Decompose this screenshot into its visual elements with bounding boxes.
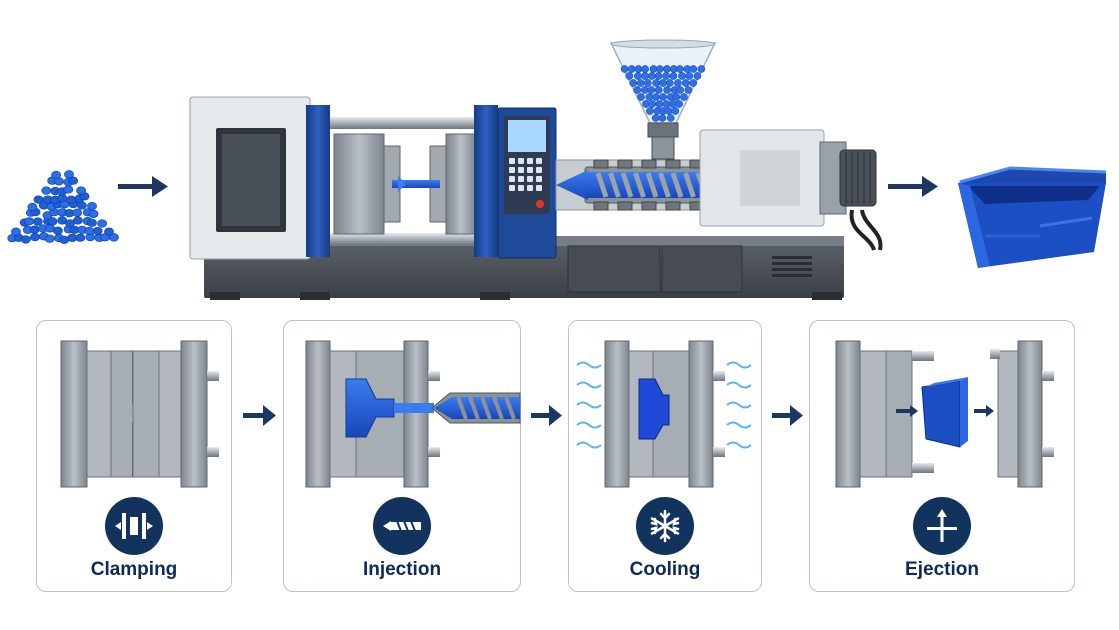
snowflake-icon	[650, 509, 680, 543]
step-label-clamping: Clamping	[90, 559, 178, 580]
injection-mold-illustration	[305, 340, 521, 488]
finished-plastic-container	[958, 166, 1107, 268]
clamp-icon	[115, 513, 153, 539]
eject-icon-badge	[913, 497, 971, 555]
plastic-pellets-pile	[7, 170, 119, 244]
clamp-icon-badge	[105, 497, 163, 555]
step-label-ejection: Ejection	[905, 559, 979, 580]
ejection-mold-illustration	[835, 340, 1054, 488]
injection-molding-machine	[189, 39, 883, 300]
step-panel-clamping: Clamping	[36, 320, 232, 592]
step-panel-ejection: Ejection	[809, 320, 1075, 592]
eject-icon	[927, 509, 957, 542]
step-label-injection: Injection	[362, 559, 442, 580]
arrow-right-icon	[888, 176, 938, 197]
injection-screw-icon	[383, 520, 421, 532]
cooling-mold-illustration	[576, 340, 752, 488]
material-hopper	[609, 39, 717, 160]
arrow-right-icon	[118, 176, 168, 197]
control-screen	[508, 120, 546, 152]
step-panel-cooling: Cooling	[568, 320, 762, 592]
step-label-cooling: Cooling	[629, 559, 701, 580]
injection-screw-icon-badge	[373, 497, 431, 555]
snowflake-icon-badge	[636, 497, 694, 555]
clamping-mold-illustration	[60, 340, 219, 488]
step-panel-injection: Injection	[283, 320, 521, 592]
